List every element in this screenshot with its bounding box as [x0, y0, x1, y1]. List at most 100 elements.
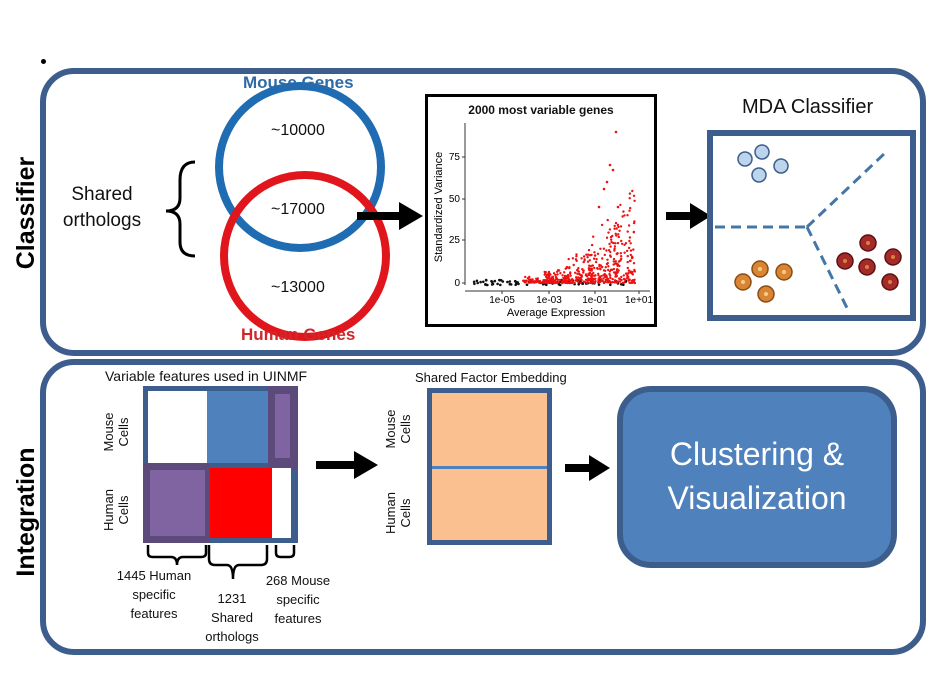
scatter-point	[629, 249, 633, 252]
human-specific-l2: specific	[132, 587, 176, 602]
scatter-point	[493, 279, 497, 283]
scatter-point	[605, 236, 609, 239]
scatter-point	[577, 267, 580, 270]
scatter-point	[607, 231, 610, 234]
scatter-point	[628, 209, 631, 212]
scatter-point	[589, 265, 593, 268]
scatter-point	[625, 249, 629, 253]
scatter-point	[603, 253, 606, 257]
cluster-blue	[737, 144, 789, 183]
scatter-point	[627, 246, 631, 250]
scatter-point	[624, 272, 628, 275]
scatter-point	[631, 281, 634, 284]
scatter-point	[565, 265, 569, 269]
scatter-point	[596, 252, 600, 255]
scatter-point	[563, 271, 566, 274]
scatter-point	[614, 260, 617, 263]
scatter-plot-frame	[425, 94, 657, 327]
human-specific-l3: features	[130, 606, 178, 621]
scatter-point	[628, 281, 631, 284]
scatter-point	[590, 267, 594, 271]
scatter-point	[590, 253, 593, 257]
scatter-point	[622, 210, 625, 213]
arrow-matrix-to-embedding	[316, 451, 378, 479]
scatter-point	[498, 278, 501, 282]
scatter-point	[600, 223, 604, 227]
scatter-xlabel: Average Expression	[507, 307, 605, 319]
scatter-point	[626, 254, 629, 258]
uinmf-human-cells-l1: Human	[101, 489, 116, 531]
scatter-point	[628, 278, 631, 281]
bullet-dot	[41, 59, 46, 64]
scatter-point	[613, 227, 616, 230]
scatter-point	[628, 197, 631, 200]
scatter-point	[604, 278, 607, 282]
y-tick-label: 25	[449, 235, 461, 246]
scatter-point	[534, 280, 537, 283]
scatter-point	[605, 262, 609, 266]
mouse-shared-block	[207, 391, 268, 463]
human-genes-circle	[220, 171, 390, 341]
scatter-point	[615, 227, 618, 230]
scatter-point	[600, 278, 603, 281]
scatter-point	[501, 280, 505, 283]
scatter-point	[575, 277, 578, 280]
scatter-point	[596, 267, 599, 270]
scatter-point	[592, 257, 596, 260]
scatter-point	[508, 280, 512, 283]
x-tick-label: 1e-01	[582, 295, 608, 306]
scatter-point	[601, 279, 604, 283]
classifier-section-label: Classifier	[12, 156, 40, 270]
scatter-point	[622, 274, 625, 277]
scatter-point	[567, 257, 570, 261]
scatter-point	[617, 233, 620, 236]
scatter-point	[594, 260, 598, 264]
scatter-point	[631, 189, 634, 193]
clustering-visualization-box	[617, 386, 897, 568]
scatter-point	[602, 247, 606, 250]
scatter-point	[620, 255, 623, 258]
scatter-point	[556, 278, 560, 281]
scatter-point	[577, 280, 580, 283]
scatter-point	[626, 260, 629, 264]
scatter-point	[620, 278, 623, 282]
arrow-venn-to-scatter	[357, 202, 423, 230]
scatter-point	[614, 280, 617, 284]
scatter-point	[568, 279, 572, 282]
mouse-specific-block	[275, 394, 290, 458]
scatter-point	[485, 279, 488, 282]
scatter-point	[591, 281, 595, 284]
scatter-point	[620, 275, 623, 279]
uinmf-mouse-cells-label: Mouse Cells	[101, 407, 133, 457]
scatter-point	[601, 265, 604, 269]
scatter-point	[593, 281, 597, 285]
scatter-point	[597, 283, 601, 286]
scatter-point	[606, 258, 609, 261]
scatter-title: 2000 most variable genes	[468, 103, 614, 117]
scatter-point	[580, 257, 583, 260]
human-unshared-empty	[272, 468, 291, 538]
scatter-point	[543, 270, 546, 274]
scatter-point	[609, 254, 612, 257]
cluster-orange-centers	[741, 267, 786, 296]
scatter-point	[611, 168, 615, 172]
scatter-point	[566, 273, 570, 277]
scatter-point	[614, 130, 618, 134]
scatter-point	[589, 280, 592, 284]
human-shared-block	[210, 468, 272, 538]
scatter-point	[614, 242, 617, 245]
mouse-specific-l1: 268 Mouse	[265, 573, 331, 588]
scatter-point	[628, 236, 632, 239]
scatter-point	[590, 278, 593, 282]
y-tick-label: 50	[449, 194, 461, 205]
cluster-red-centers	[843, 241, 895, 284]
scatter-point	[616, 268, 619, 271]
scatter-point	[557, 269, 561, 272]
scatter-point	[580, 274, 583, 277]
scatter-point	[627, 271, 630, 275]
scatter-point	[622, 283, 625, 287]
scatter-point	[623, 243, 626, 246]
result-line1: Clustering &	[669, 436, 845, 472]
scatter-point	[602, 274, 605, 277]
scatter-point	[490, 283, 494, 286]
